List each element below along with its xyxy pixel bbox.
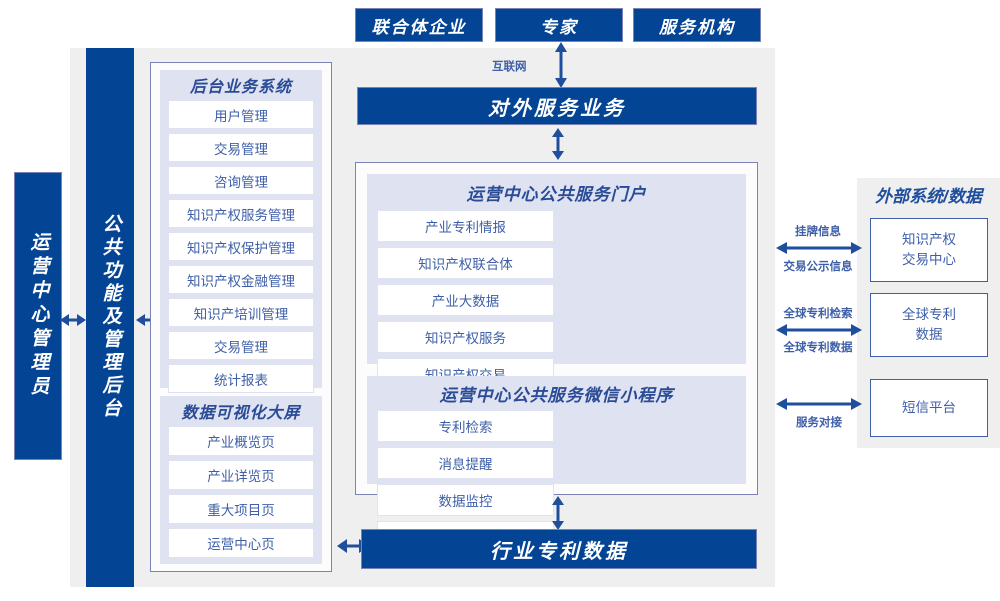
item-label: 知识产权联合体 (418, 257, 513, 272)
internet-connector-label: 互联网 (492, 61, 527, 73)
backoffice-item-3[interactable]: 知识产权服务管理 (168, 199, 314, 228)
actor-to-backend-arrow-icon (60, 314, 86, 326)
backoffice-item-8[interactable]: 统计报表 (168, 364, 314, 393)
external-system-line1: 知识产权 (902, 232, 956, 248)
service-to-portal-arrow-icon (552, 128, 564, 160)
left-actor-label: 运营中心管理员 (27, 232, 49, 400)
portal-item-3[interactable]: 知识产权服务 (377, 321, 554, 353)
top-actor-box-2[interactable]: 服务机构 (633, 8, 761, 42)
backoffice-item-6[interactable]: 知识产培训管理 (168, 298, 314, 327)
item-label: 数据监控 (438, 494, 493, 509)
common-backend-label: 公共功能及管理后台 (99, 214, 121, 421)
portal-item-1[interactable]: 知识产权联合体 (377, 247, 554, 279)
item-label: 知识产权保护管理 (187, 240, 295, 256)
external-system-line2: 交易中心 (902, 252, 956, 267)
external-system-line2: 数据 (915, 327, 943, 342)
backoffice-item-5[interactable]: 知识产权金融管理 (168, 265, 314, 294)
miniprogram-group: 运营中心公共服务微信小程序 专利检索 消息提醒 数据监控 个人中心 (367, 376, 746, 553)
common-backend-bar[interactable]: 公共功能及管理后台 (86, 48, 134, 587)
backoffice-item-7[interactable]: 交易管理 (168, 331, 314, 360)
portal-to-bottom-arrow-icon (552, 496, 564, 530)
backoffice-group: 后台业务系统 用户管理 交易管理 咨询管理 知识产权服务管理 知识产权保护管理 … (160, 70, 322, 393)
top-actor-label: 专家 (540, 17, 578, 37)
item-label: 重大项目页 (207, 503, 275, 518)
portal-item-2[interactable]: 产业大数据 (377, 284, 554, 316)
dataviz-item-0[interactable]: 产业概览页 (168, 426, 314, 456)
external-system-line1: 全球专利 (902, 307, 956, 323)
item-label: 用户管理 (214, 108, 268, 124)
external-system-0[interactable]: 知识产权 交易中心 (870, 218, 988, 282)
item-label: 产业大数据 (431, 294, 500, 309)
miniprogram-title: 运营中心公共服务微信小程序 (439, 385, 674, 405)
item-label: 知识产权服务 (425, 331, 506, 346)
external-link-1-arrow-icon (776, 324, 862, 336)
backoffice-item-0[interactable]: 用户管理 (168, 100, 314, 129)
external-link-1-label-above: 全球专利检索 (783, 308, 853, 320)
item-label: 交易管理 (214, 141, 268, 157)
portal-item-0[interactable]: 产业专利情报 (377, 210, 554, 242)
left-actor-box[interactable]: 运营中心管理员 (14, 172, 62, 460)
item-label: 咨询管理 (214, 174, 268, 190)
item-label: 交易管理 (214, 339, 268, 355)
bottom-bar[interactable]: 行业专利数据 (361, 529, 757, 569)
backoffice-item-2[interactable]: 咨询管理 (168, 166, 314, 195)
top-actor-box-1[interactable]: 专家 (495, 8, 623, 42)
external-link-0-label-below: 交易公示信息 (783, 261, 853, 273)
top-actor-label: 联合体企业 (371, 17, 467, 37)
miniprogram-item-2[interactable]: 数据监控 (377, 484, 554, 516)
item-label: 统计报表 (214, 372, 268, 388)
miniprogram-item-1[interactable]: 消息提醒 (377, 447, 554, 479)
item-label: 产业专利情报 (425, 220, 506, 235)
dataviz-item-1[interactable]: 产业详览页 (168, 460, 314, 490)
external-panel-title: 外部系统/数据 (875, 186, 982, 206)
item-label: 产业详览页 (207, 469, 275, 484)
item-label: 知识产培训管理 (193, 306, 289, 322)
portal-title: 运营中心公共服务门户 (466, 184, 647, 204)
external-service-bar[interactable]: 对外服务业务 (357, 87, 757, 125)
backoffice-title: 后台业务系统 (189, 79, 292, 96)
internet-arrow-icon (555, 42, 567, 88)
top-actor-box-0[interactable]: 联合体企业 (355, 8, 483, 42)
external-system-2[interactable]: 短信平台 (870, 379, 988, 437)
external-link-0-arrow-icon (776, 242, 862, 254)
backoffice-item-4[interactable]: 知识产权保护管理 (168, 232, 314, 261)
external-system-line1: 短信平台 (902, 400, 956, 416)
external-link-0-label-above: 挂牌信息 (795, 226, 841, 238)
backoffice-item-1[interactable]: 交易管理 (168, 133, 314, 162)
portal-group: 运营中心公共服务门户 产业专利情报 知识产权联合体 产业大数据 知识产权服务 知… (367, 174, 746, 501)
item-label: 知识产权服务管理 (187, 207, 295, 223)
item-label: 产业概览页 (207, 435, 275, 450)
bottom-bar-label: 行业专利数据 (490, 540, 628, 563)
external-system-1[interactable]: 全球专利 数据 (870, 293, 988, 357)
external-link-2-label-below: 服务对接 (796, 417, 842, 429)
external-link-1-label-below: 全球专利数据 (783, 342, 853, 354)
dataviz-item-2[interactable]: 重大项目页 (168, 494, 314, 524)
item-label: 消息提醒 (438, 457, 493, 472)
item-label: 专利检索 (438, 420, 493, 435)
item-label: 知识产权金融管理 (187, 273, 295, 289)
external-link-2-arrow-icon (776, 398, 862, 410)
item-label: 运营中心页 (207, 537, 275, 552)
dataviz-item-3[interactable]: 运营中心页 (168, 528, 314, 558)
dataviz-group: 数据可视化大屏 产业概览页 产业详览页 重大项目页 运营中心页 (160, 396, 322, 564)
miniprogram-item-0[interactable]: 专利检索 (377, 410, 554, 442)
top-actor-label: 服务机构 (659, 17, 735, 37)
external-service-label: 对外服务业务 (488, 97, 626, 120)
dataviz-title: 数据可视化大屏 (181, 405, 301, 422)
